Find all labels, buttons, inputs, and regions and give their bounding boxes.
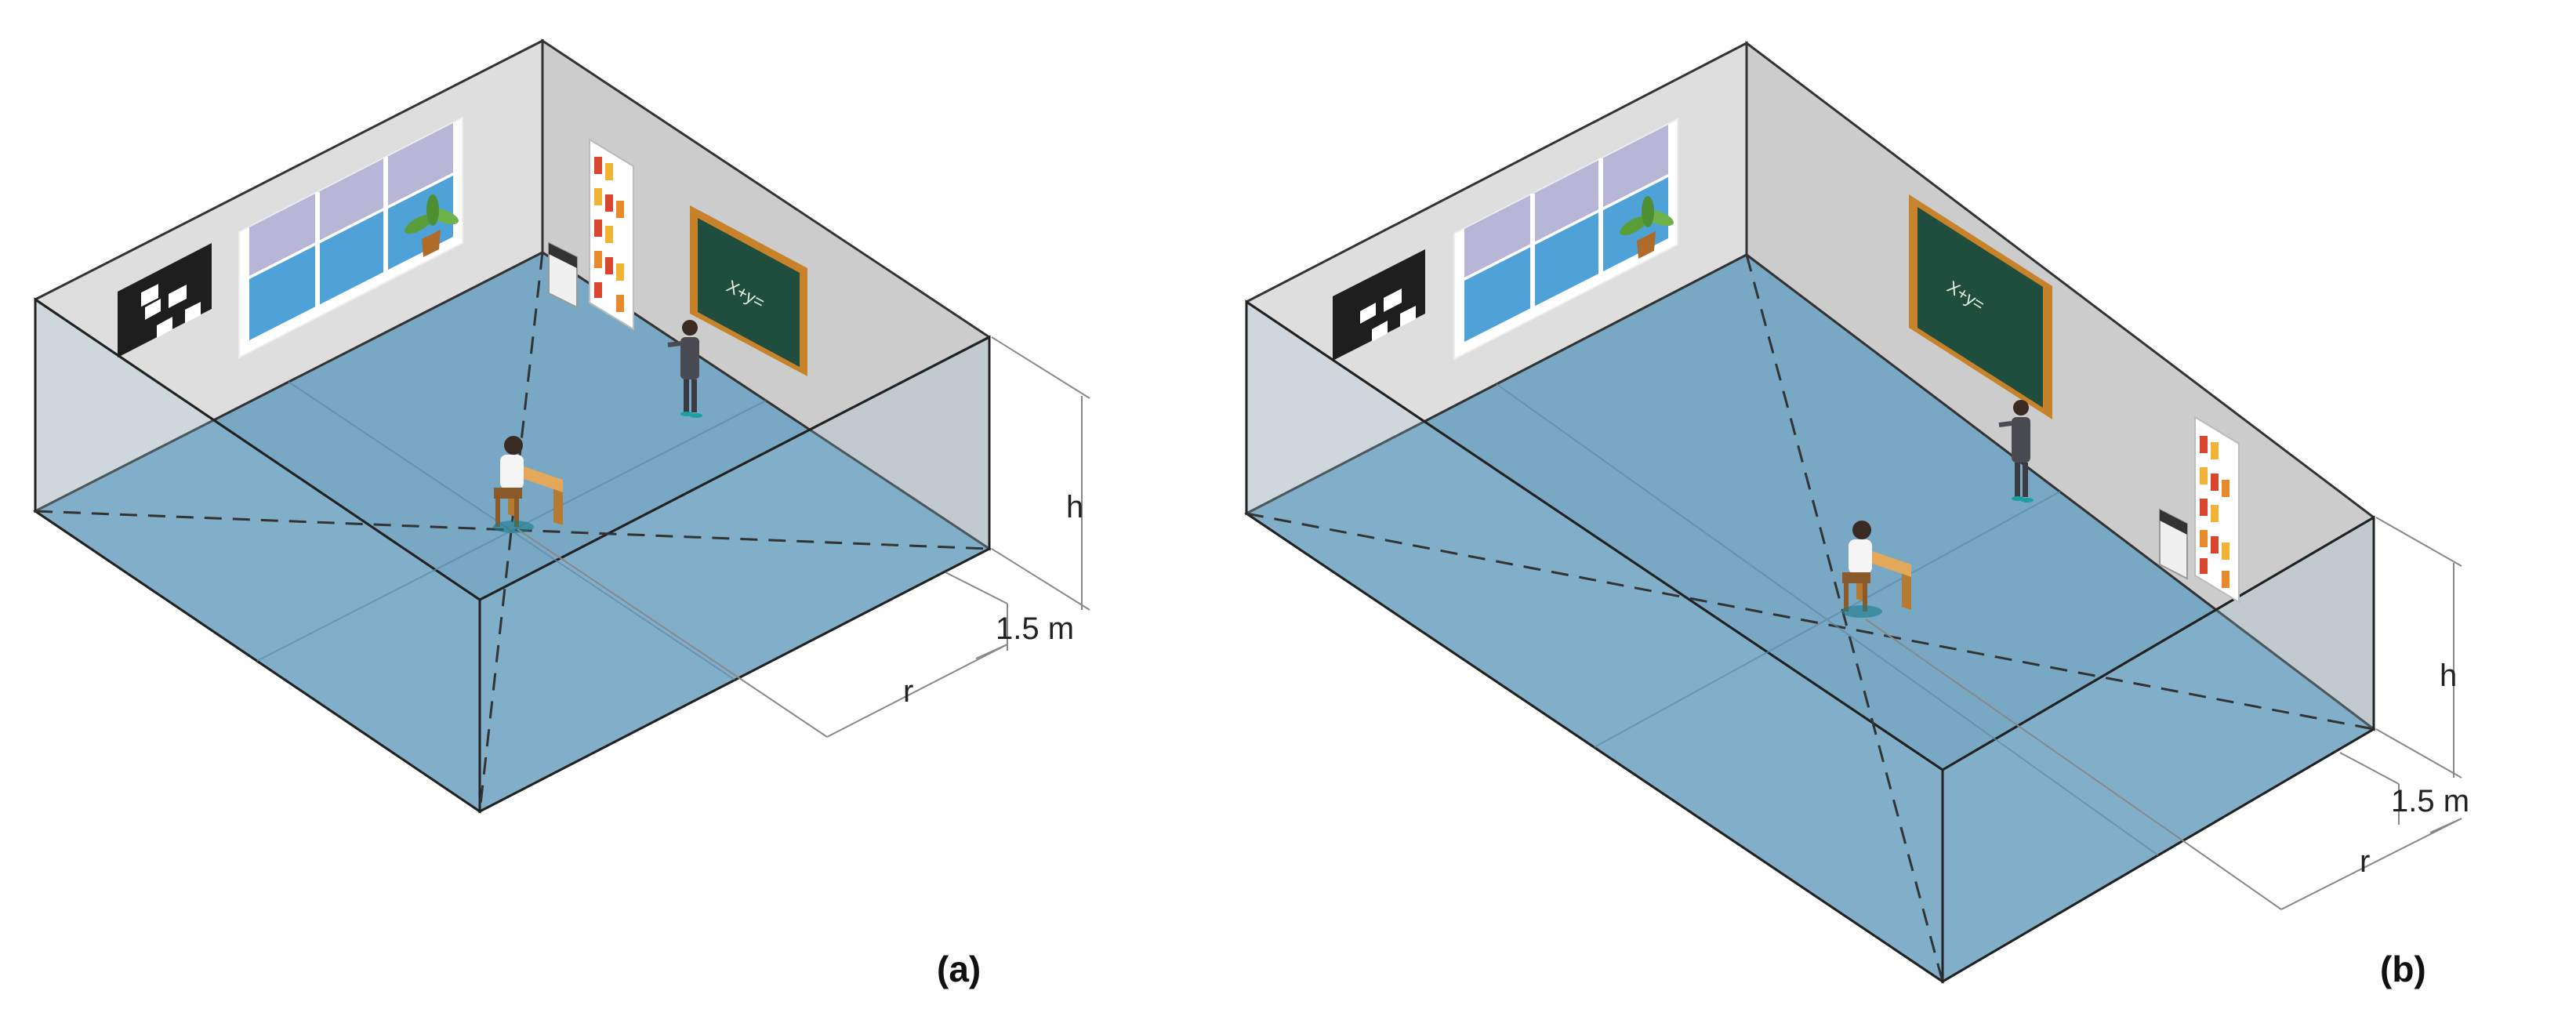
sight-lines (34, 252, 990, 812)
bookshelf (2194, 416, 2240, 604)
label-1-5m: 1.5 m (996, 611, 1074, 646)
dimension-1-5m (2339, 752, 2400, 825)
label-h: h (2440, 659, 2457, 693)
plant-icon (1620, 196, 1674, 259)
teacher-figure (1998, 400, 2034, 503)
dimension-r (517, 528, 1008, 738)
bulletin-board (1333, 249, 1425, 361)
label-1-5m: 1.5 m (2391, 784, 2469, 818)
bulletin-board (118, 243, 212, 357)
student-at-desk (493, 436, 563, 533)
label-h: h (1066, 490, 1083, 524)
dimension-r (1865, 619, 2462, 910)
bookshelf (589, 138, 634, 331)
plant-icon (405, 194, 459, 257)
teacher-figure (667, 320, 702, 418)
caption-a: (a) (937, 949, 981, 989)
trash-bin-icon (548, 241, 578, 309)
window (238, 116, 463, 359)
dimension-h (2375, 517, 2462, 778)
panel-b: X+y= (1244, 40, 2469, 989)
label-r: r (2360, 844, 2370, 879)
sight-lines (1246, 254, 2375, 982)
caption-b: (b) (2380, 949, 2426, 989)
window (1453, 118, 1678, 361)
student-at-desk (1841, 521, 1911, 618)
label-r: r (903, 674, 913, 709)
trash-bin-icon (2159, 508, 2188, 580)
chalkboard: X+y= (1909, 194, 2052, 419)
dimension-1-5m (945, 572, 1008, 651)
panel-a: X+y= h (33, 38, 1090, 989)
chalkboard: X+y= (690, 205, 807, 376)
dimension-h (991, 336, 1090, 611)
